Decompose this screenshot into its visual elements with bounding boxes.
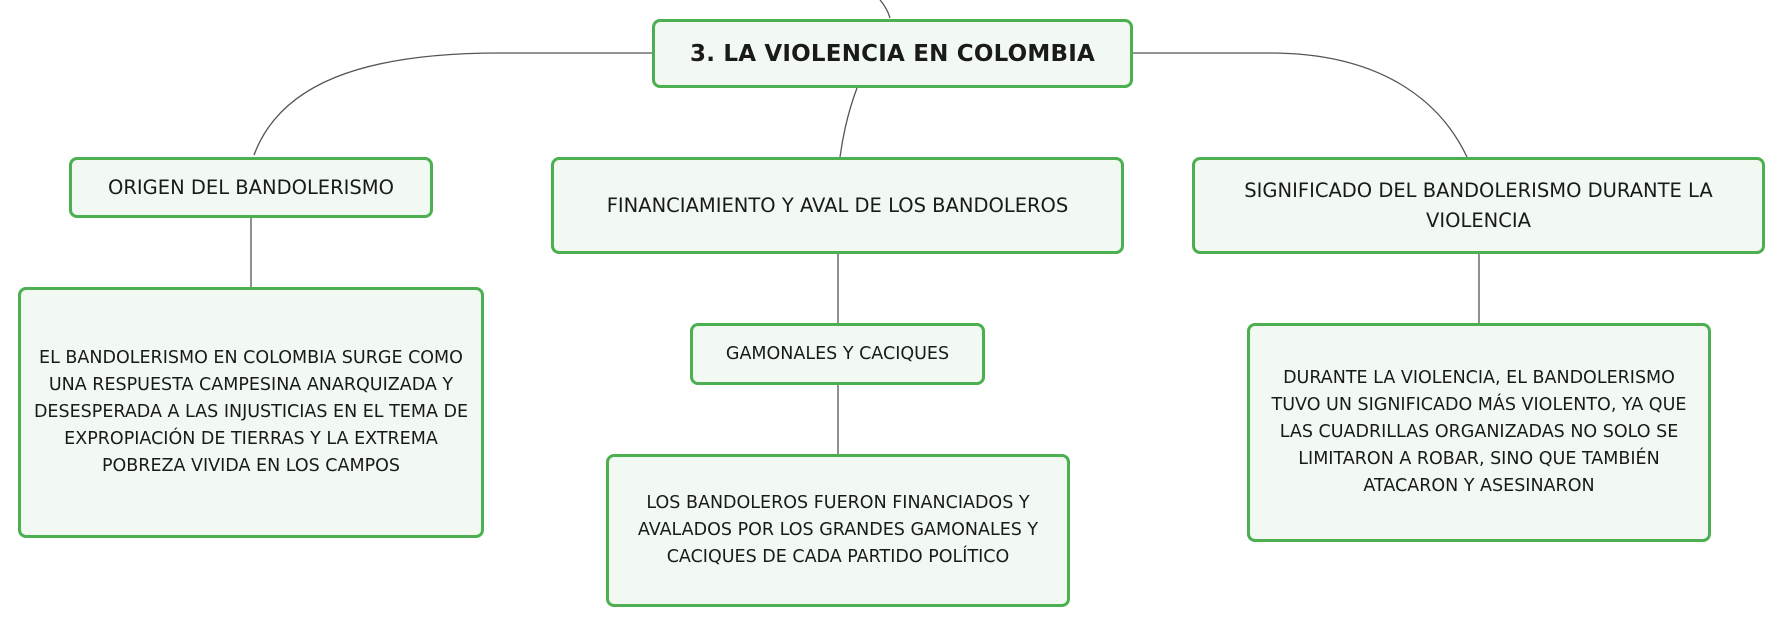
significado-detail-node[interactable]: DURANTE LA VIOLENCIA, EL BANDOLERISMO TU…: [1247, 323, 1711, 542]
connector-incoming: [879, 0, 891, 19]
connector-root-origen: [253, 52, 652, 156]
connector-root-significado: [1133, 52, 1468, 158]
root-label: 3. LA VIOLENCIA EN COLOMBIA: [690, 40, 1095, 67]
root-node[interactable]: 3. LA VIOLENCIA EN COLOMBIA: [652, 19, 1133, 88]
significado-detail-text: DURANTE LA VIOLENCIA, EL BANDOLERISMO TU…: [1271, 368, 1687, 496]
branch-origen-node[interactable]: ORIGEN DEL BANDOLERISMO: [69, 157, 433, 218]
gamonales-label: GAMONALES Y CACIQUES: [725, 343, 950, 364]
branch-financiamiento-node[interactable]: FINANCIAMIENTO Y AVAL DE LOS BANDOLEROS: [551, 157, 1124, 254]
branch-origen-label: ORIGEN DEL BANDOLERISMO: [108, 175, 394, 199]
gamonales-node[interactable]: GAMONALES Y CACIQUES: [690, 323, 985, 385]
branch-financiamiento-label: FINANCIAMIENTO Y AVAL DE LOS BANDOLEROS: [606, 193, 1069, 217]
financiamiento-detail-text: LOS BANDOLEROS FUERON FINANCIADOS Y AVAL…: [637, 493, 1039, 567]
financiamiento-detail-node[interactable]: LOS BANDOLEROS FUERON FINANCIADOS Y AVAL…: [606, 454, 1070, 607]
branch-significado-label: SIGNIFICADO DEL BANDOLERISMO DURANTE LA …: [1244, 178, 1713, 232]
connector-root-financiamiento: [839, 87, 858, 158]
origen-detail-node[interactable]: EL BANDOLERISMO EN COLOMBIA SURGE COMO U…: [18, 287, 484, 538]
origen-detail-text: EL BANDOLERISMO EN COLOMBIA SURGE COMO U…: [33, 348, 469, 476]
branch-significado-node[interactable]: SIGNIFICADO DEL BANDOLERISMO DURANTE LA …: [1192, 157, 1765, 254]
